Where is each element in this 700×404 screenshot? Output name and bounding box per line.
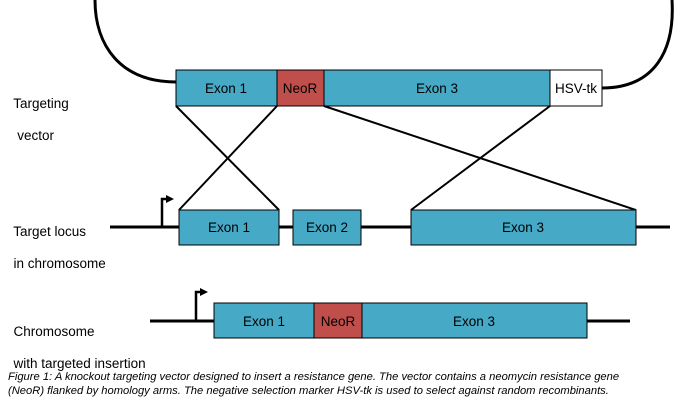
vector-exon3-label: Exon 3 xyxy=(416,81,458,96)
locus-row-label-line1: Target locus xyxy=(13,224,87,239)
vector-exon3-box xyxy=(323,69,551,107)
locus-promoter-arrow xyxy=(160,195,174,227)
locus-exon1-label: Exon 1 xyxy=(208,220,250,235)
vector-row-label-line1: Targeting xyxy=(13,96,69,111)
insertion-exon3-box xyxy=(361,302,588,339)
insertion-promoter-arrow xyxy=(194,288,208,321)
insertion-exon3-label: Exon 3 xyxy=(453,314,495,329)
insertion-exon1-label: Exon 1 xyxy=(243,314,285,329)
vector-exon1-box xyxy=(175,69,278,107)
insertion-neo-box xyxy=(313,302,363,339)
figure-caption: Figure 1: A knockout targeting vector de… xyxy=(8,371,694,398)
insertion-neo-label: NeoR xyxy=(321,314,356,329)
vector-neo-box xyxy=(276,69,325,107)
figure-caption-line2: (NeoR) flanked by homology arms. The neg… xyxy=(8,384,609,397)
locus-row-label-line2: in chromosome xyxy=(13,256,106,271)
insertion-row-label: Chromosome with targeted insertion xyxy=(6,308,146,372)
locus-exon3-label: Exon 3 xyxy=(502,220,544,235)
locus-exon3-box xyxy=(410,209,637,246)
vector-plasmid-arc-left xyxy=(93,0,177,84)
vector-plasmid-arc-right xyxy=(601,0,674,90)
locus-exon1-box xyxy=(178,209,280,246)
vector-marker-box xyxy=(549,69,603,107)
crossover-line xyxy=(178,105,278,211)
locus-exon2-box xyxy=(292,209,362,246)
insertion-row-label-line1: Chromosome xyxy=(13,324,95,339)
vector-exon1-label: Exon 1 xyxy=(205,81,247,96)
locus-row-label: Target locus in chromosome xyxy=(6,208,106,272)
vector-row-label: Targeting vector xyxy=(6,80,69,144)
figure-caption-line1: Figure 1: A knockout targeting vector de… xyxy=(8,371,620,383)
locus-exon2-label: Exon 2 xyxy=(306,220,348,235)
vector-neo-label: NeoR xyxy=(283,81,318,96)
crossover-line xyxy=(410,105,551,211)
insertion-row-label-line2: with targeted insertion xyxy=(13,356,146,371)
vector-row-label-line2: vector xyxy=(13,128,55,143)
insertion-exon1-box xyxy=(213,302,315,339)
vector-marker-label: HSV-tk xyxy=(555,81,597,96)
